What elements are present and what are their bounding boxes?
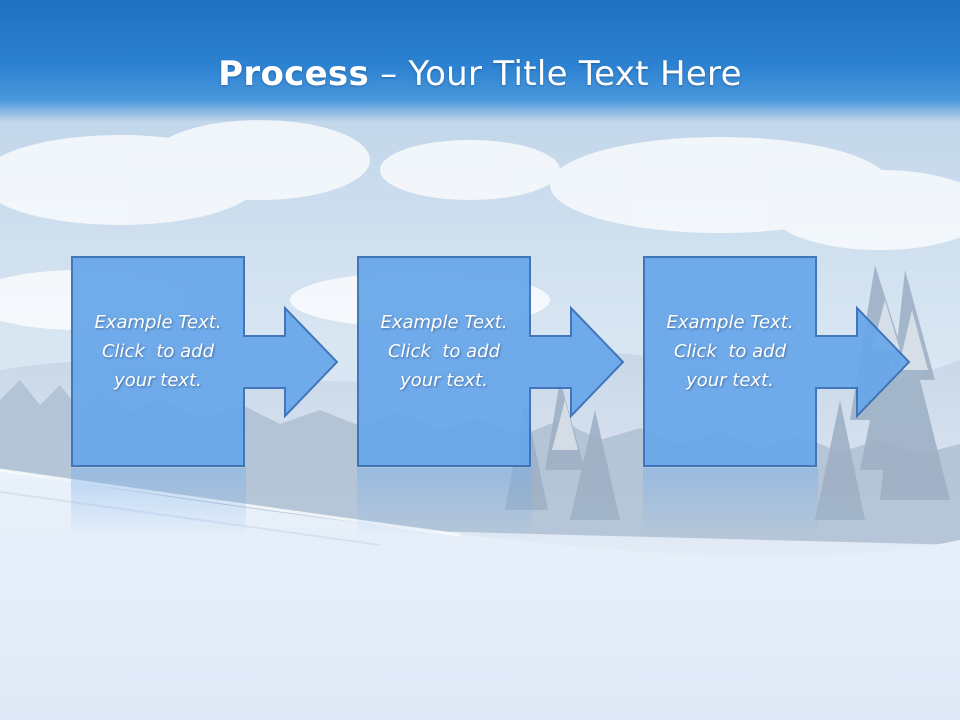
right-arrow-callout-shape bbox=[643, 256, 911, 467]
step-1-line-2: Click to add bbox=[101, 341, 214, 362]
title-band bbox=[0, 0, 960, 122]
right-arrow-callout-shape bbox=[71, 256, 339, 467]
step-1-line-3: your text. bbox=[114, 370, 202, 391]
process-step-2[interactable]: Example Text. Click to add your text. bbox=[357, 256, 627, 468]
title-rest-text: – Your Title Text Here bbox=[369, 54, 742, 94]
step-3-text: Example Text. Click to add your text. bbox=[645, 308, 815, 395]
step-2-line-1: Example Text. bbox=[380, 312, 508, 333]
step-1-reflection bbox=[71, 468, 246, 538]
slide-title[interactable]: Process – Your Title Text Here bbox=[0, 52, 960, 96]
step-1-text: Example Text. Click to add your text. bbox=[73, 308, 243, 395]
step-3-reflection bbox=[643, 468, 818, 538]
step-2-reflection bbox=[357, 468, 532, 538]
step-2-text: Example Text. Click to add your text. bbox=[359, 308, 529, 395]
title-bold-text: Process bbox=[218, 54, 370, 94]
step-3-line-1: Example Text. bbox=[666, 312, 794, 333]
process-step-3[interactable]: Example Text. Click to add your text. bbox=[643, 256, 913, 468]
process-step-1[interactable]: Example Text. Click to add your text. bbox=[71, 256, 341, 468]
right-arrow-callout-shape bbox=[357, 256, 625, 467]
step-3-line-3: your text. bbox=[686, 370, 774, 391]
step-1-line-1: Example Text. bbox=[94, 312, 222, 333]
step-2-line-2: Click to add bbox=[387, 341, 500, 362]
step-3-line-2: Click to add bbox=[673, 341, 786, 362]
step-2-line-3: your text. bbox=[400, 370, 488, 391]
